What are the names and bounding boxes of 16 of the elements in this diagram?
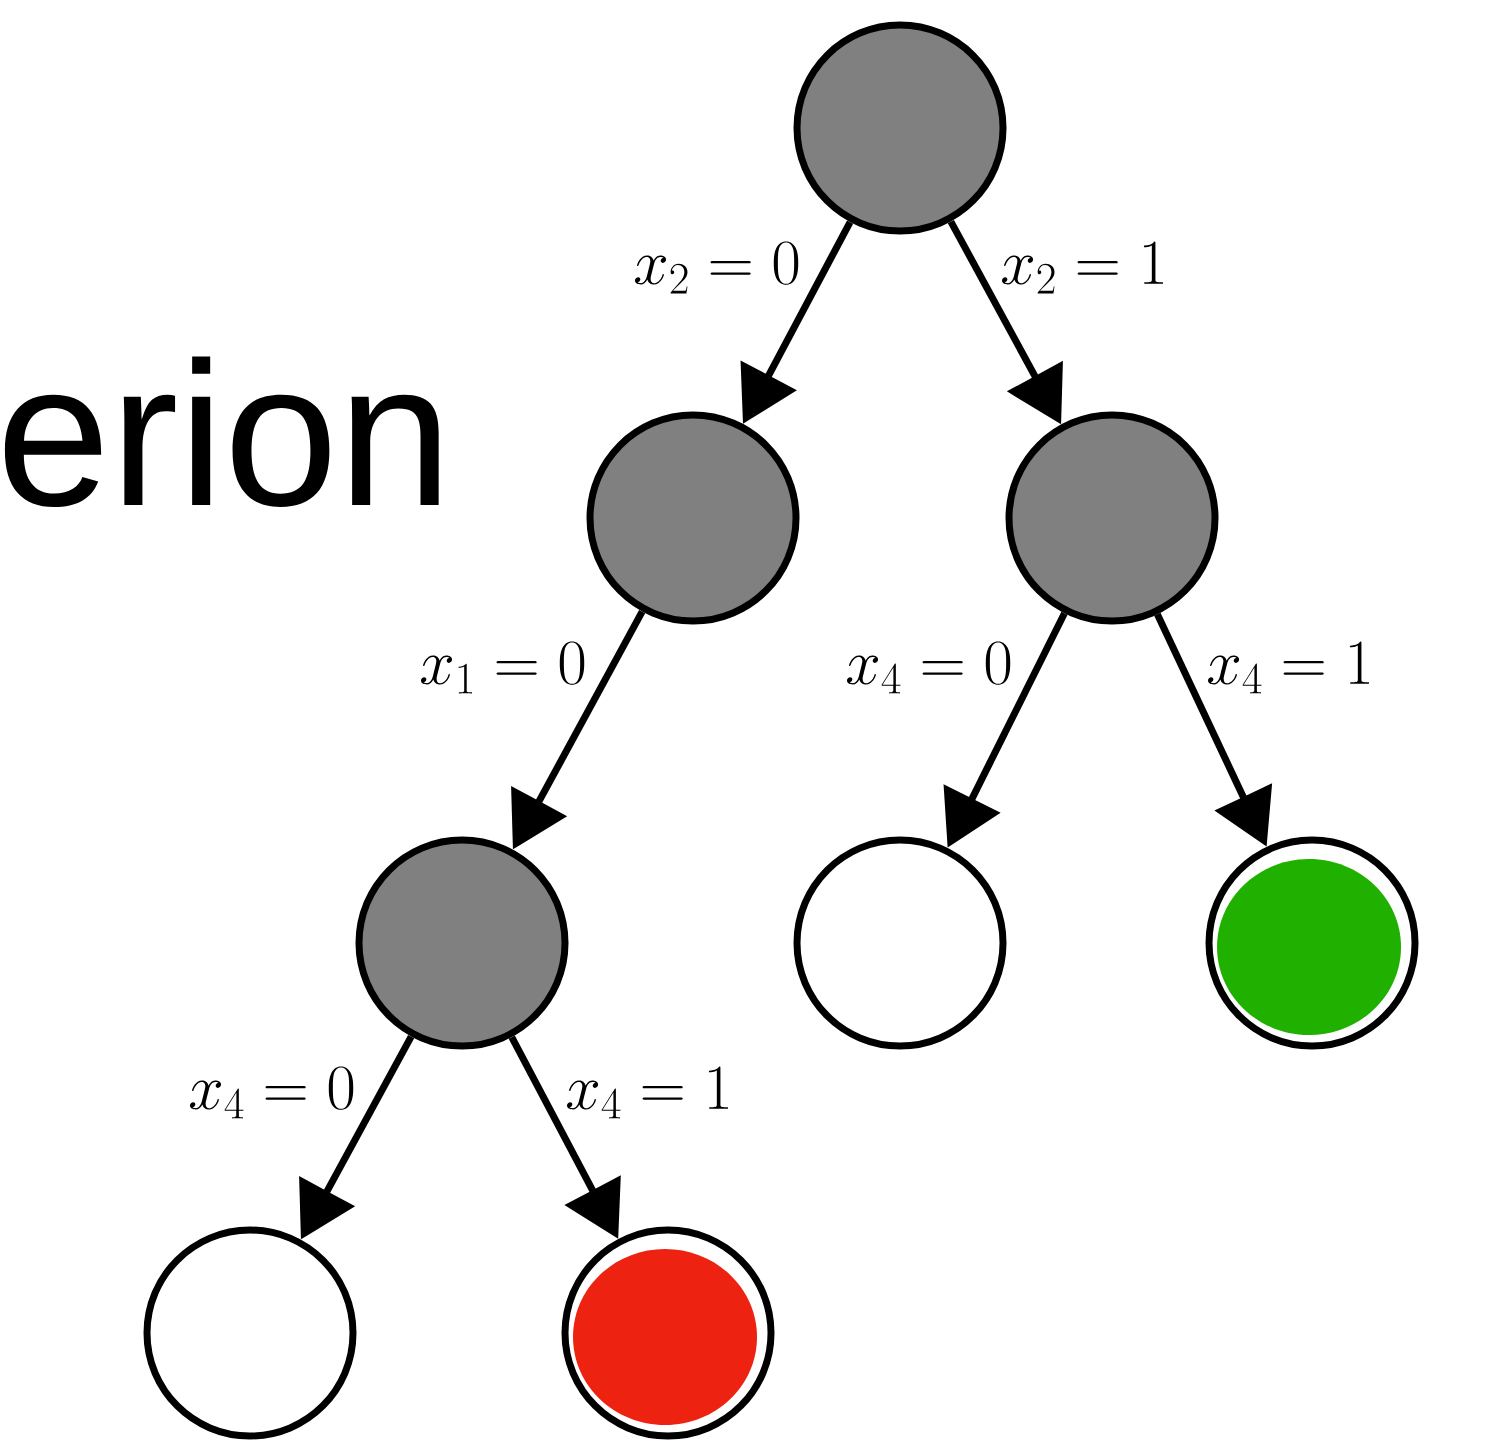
edge-label: $x_{4} = 1$ [563,1065,735,1121]
heading-text: erion [4,356,439,507]
leaf-circle [793,836,1007,1050]
edge-label: $x_{2} = 0$ [631,240,803,296]
decision-node-circle [1005,411,1219,625]
leaf-circle [143,1226,357,1440]
decision-node-circle [355,836,569,1050]
edge-label: $x_{4} = 1$ [1204,640,1376,696]
edge-label: $x_{4} = 0$ [186,1065,358,1121]
leaf-circle [561,1226,775,1440]
edge-label: $x_{2} = 1$ [998,240,1170,296]
leaf-circle [1205,836,1419,1050]
edge-label: $x_{1} = 0$ [417,640,589,696]
edge-label: $x_{4} = 0$ [843,640,1015,696]
decision-node-circle [793,21,1007,235]
decision-node-circle [586,411,800,625]
